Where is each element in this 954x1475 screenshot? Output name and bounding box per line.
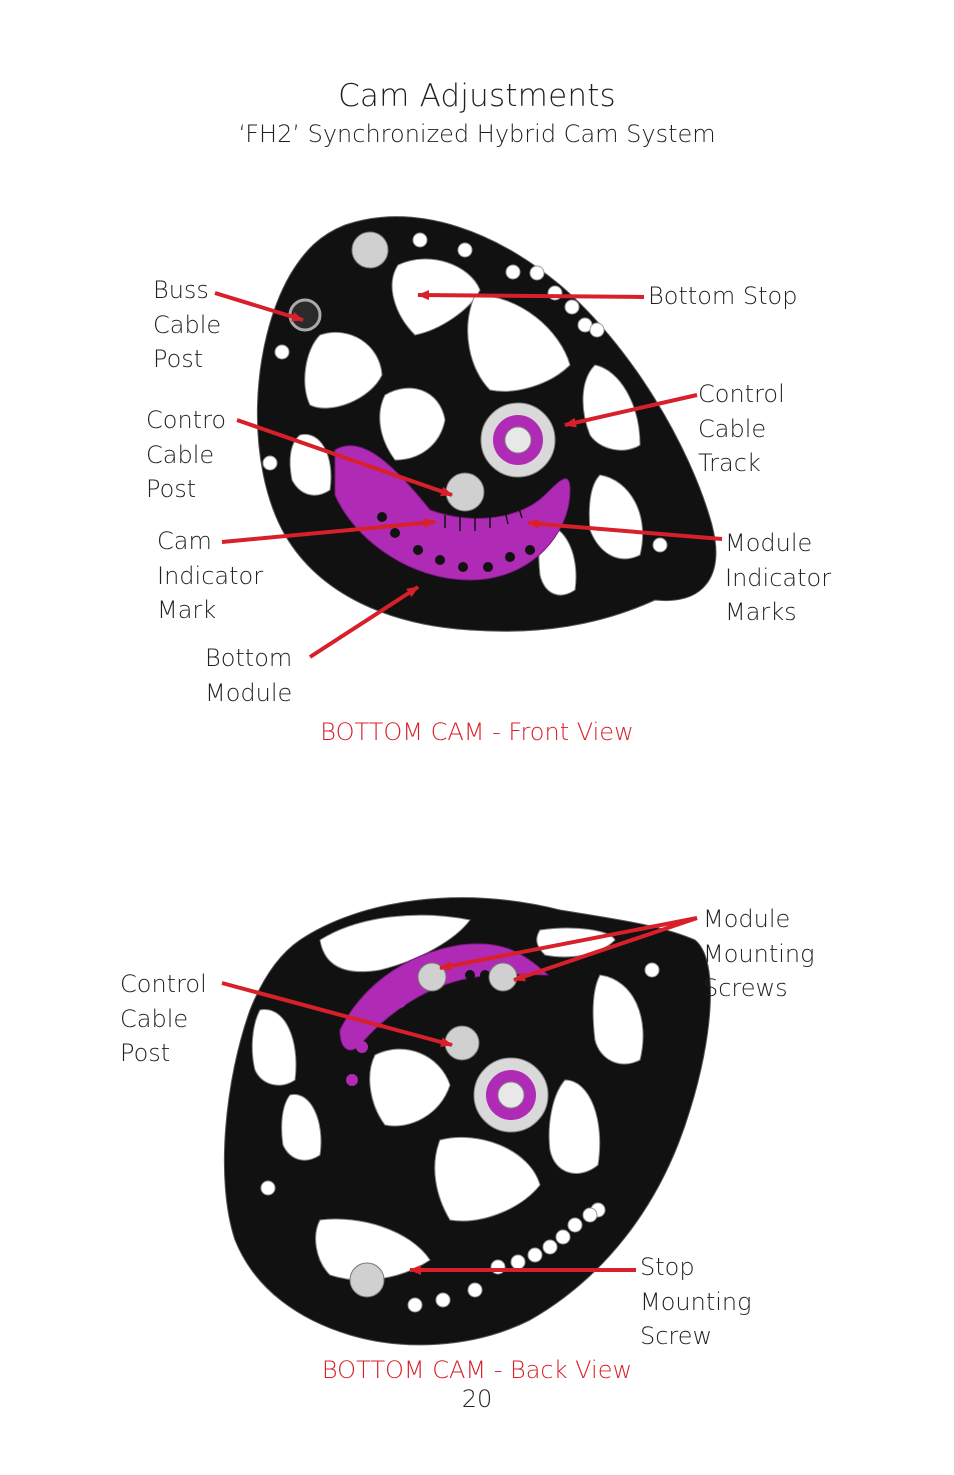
cam-cutout [319,914,471,973]
label-bottom-stop: Bottom Stop [648,282,798,310]
cam-cutout [304,331,383,409]
arrow-module-indicator-marks [527,518,723,541]
callout-arrows [221,916,698,1275]
arrow-buss-cable-post [214,291,304,322]
stop-mounting-screw [349,1262,385,1298]
control-cable-post [445,472,485,512]
arrow-control-cable-track [564,393,698,428]
label-module-mounting-screws: Module Mounting Screws [703,905,815,1002]
buss-cable-post [288,298,322,332]
module-holes [346,970,490,1086]
cam-cutout [592,974,644,1065]
label-control-cable-post: Contro Cable Post [146,406,227,503]
cam-cutout [369,1048,451,1127]
label-stop-mounting-screw: Stop Mounting Screw [640,1253,752,1350]
bottom-cam-front-view: Buss Cable Post Bottom Stop Control Cabl… [0,195,954,755]
arrow-bottom-stop [417,290,645,301]
arrow-module-mounting-screw-2 [513,916,698,982]
arrow-module-mounting-screw-1 [439,916,698,971]
label-bottom-module: Bottom Module [205,644,293,707]
label-cam-indicator-mark: Cam Indicator Mark [157,527,264,624]
callout-arrows [214,290,723,659]
cam-cutout [379,387,446,461]
cam-cutout [281,1094,322,1161]
module-mounting-screw [488,962,518,992]
cam-cutout [251,1009,297,1086]
cam-cutout [434,1136,541,1222]
arrow-cam-indicator-mark [221,518,436,544]
cam-cutout [315,1218,431,1281]
back-cam-illustration [221,897,711,1346]
page-title: Cam Adjustments [338,78,616,114]
cam-cutout [548,1079,601,1174]
arrow-control-cable-post [221,981,453,1047]
label-module-indicator-marks: Module Indicator Marks [725,529,832,626]
label-buss-cable-post: Buss Cable Post [153,276,222,373]
bottom-module [334,445,571,581]
module-holes [377,512,535,572]
cam-cutout [588,474,644,560]
page-subtitle: ‘FH2’ Synchronized Hybrid Cam System [238,120,716,148]
bottom-cam-back-view: Control Cable Post Module Mounting Screw… [0,880,954,1410]
arrow-bottom-module [308,585,420,659]
arrow-control-cable-post [236,418,453,497]
cam-holes [262,232,668,553]
cam-cutout [582,364,641,451]
cam-holes [260,962,660,1313]
bottom-stop-screw [351,231,389,269]
module-indicator-ticks [444,504,523,531]
module-mounting-screw [417,962,447,992]
label-control-cable-track: Control Cable Track [698,380,785,477]
cam-cutout [467,294,571,392]
front-cam-illustration [214,216,723,659]
caption-front-view: BOTTOM CAM - Front View [320,718,634,746]
page-number: 20 [461,1385,493,1413]
caption-back-view: BOTTOM CAM - Back View [321,1356,633,1384]
label-control-cable-post: Control Cable Post [120,970,207,1067]
